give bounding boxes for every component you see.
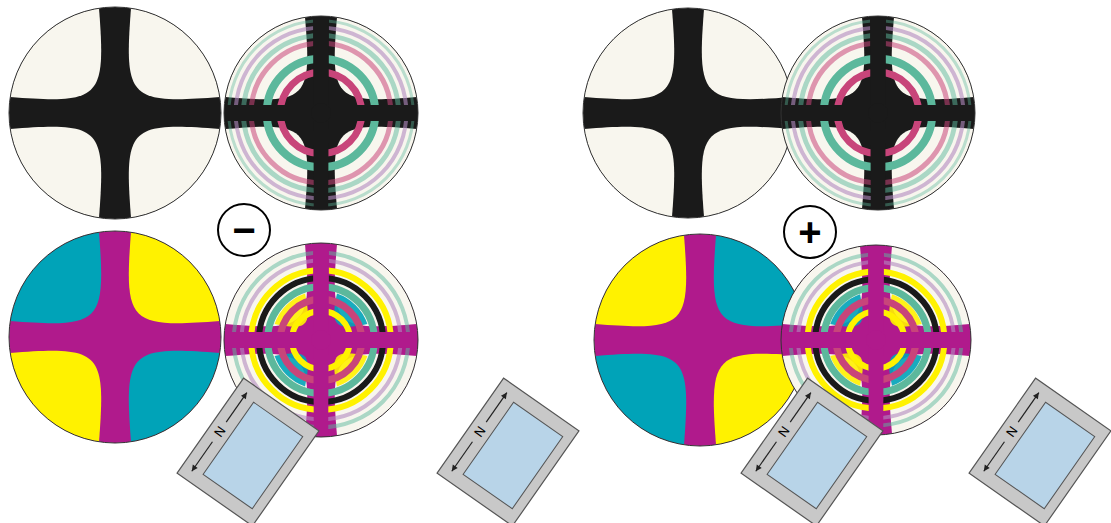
interference-figure [224, 16, 418, 210]
optic-sign: − [232, 210, 255, 250]
compensator-plate [969, 378, 1111, 523]
optic-sign: + [798, 212, 821, 252]
compensator-plate [177, 378, 319, 523]
interference-figure [583, 8, 793, 218]
interference-figure [781, 16, 975, 210]
interference-figure [9, 231, 221, 443]
sign-circle: − [217, 203, 271, 257]
sign-circle: + [783, 205, 837, 259]
compensator-plate [741, 378, 883, 523]
compensator-plate [437, 378, 579, 523]
interference-figure [594, 234, 806, 446]
interference-figure [9, 7, 221, 219]
